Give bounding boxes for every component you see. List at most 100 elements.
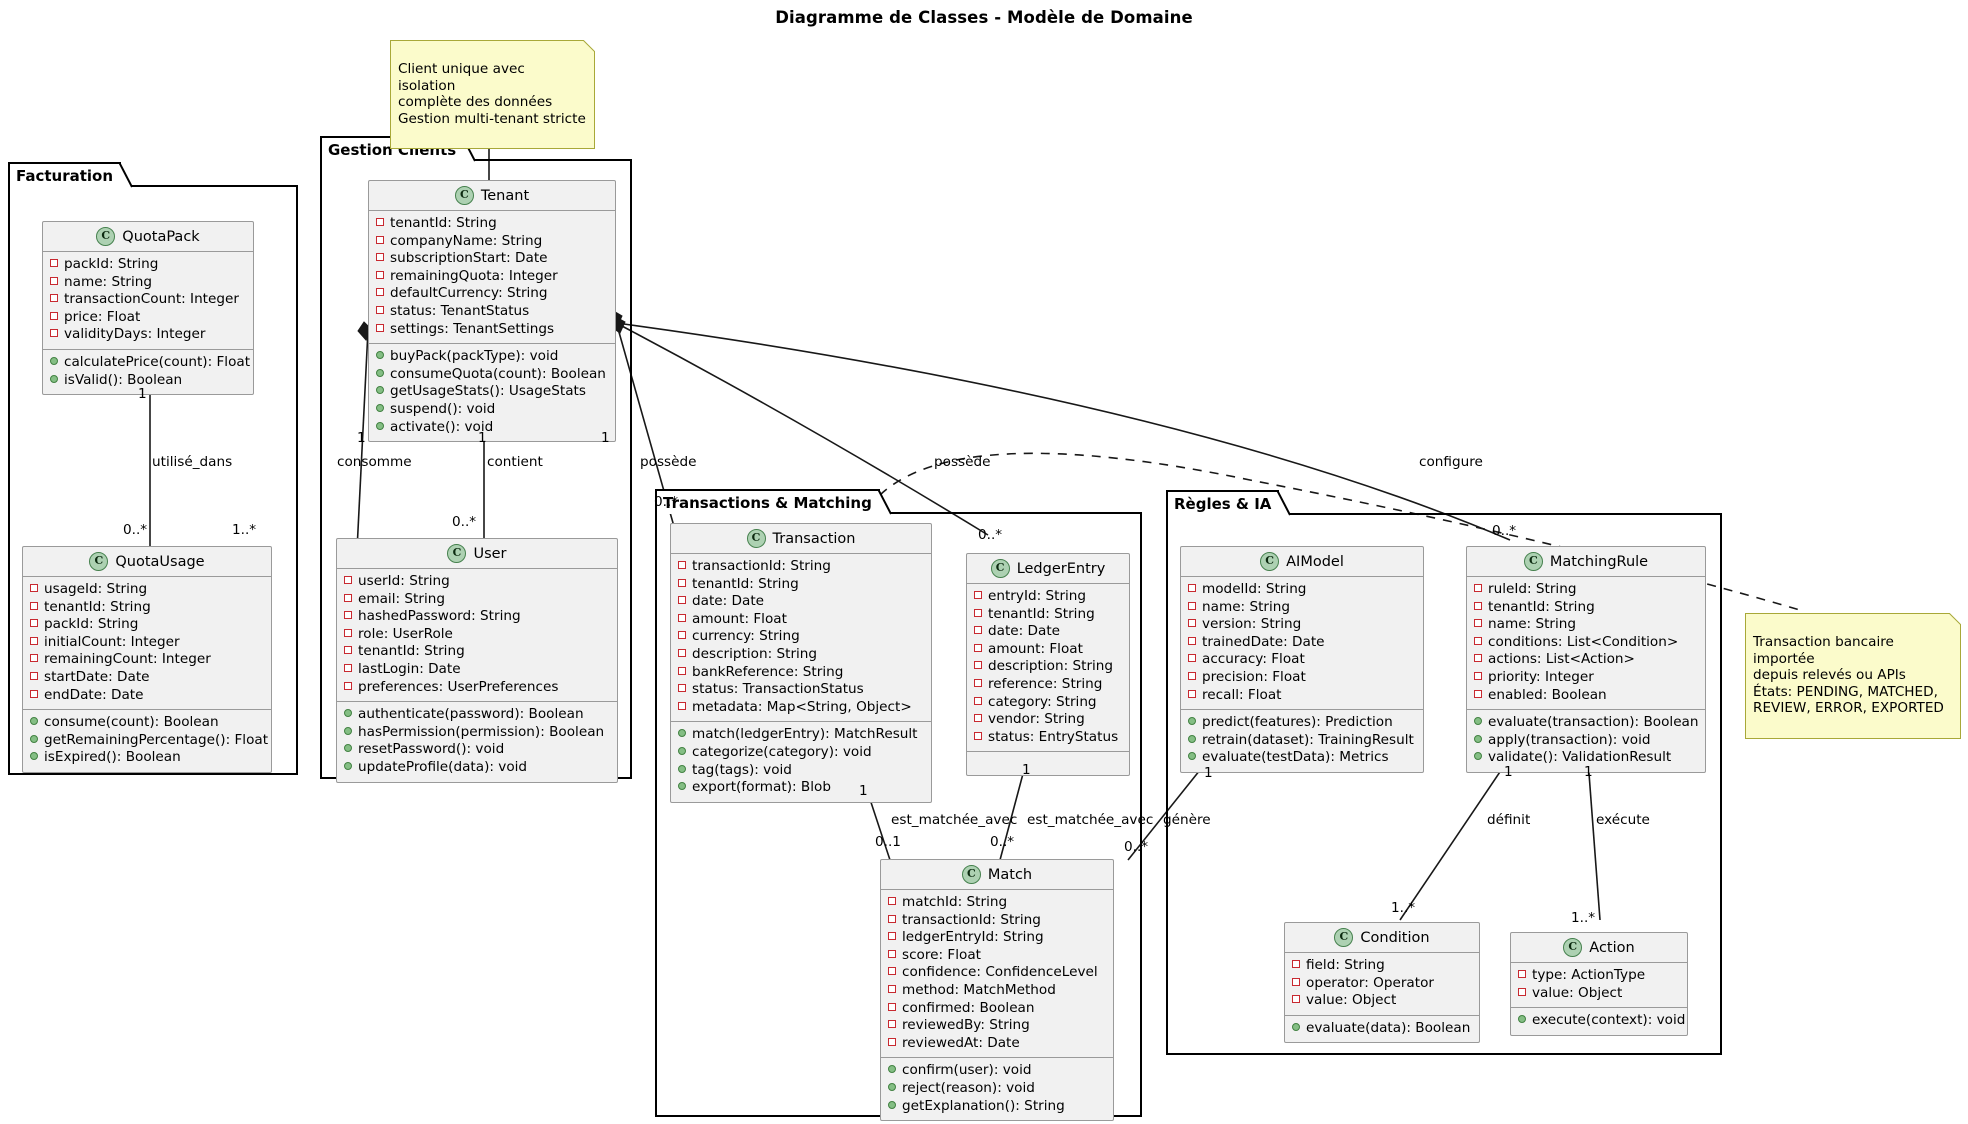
attribute-row: reference: String: [974, 676, 1122, 694]
private-icon: [50, 276, 58, 285]
note-tenant-text: Client unique avec isolation complète de…: [398, 61, 586, 127]
class-icon: C: [89, 552, 109, 571]
attribute-row: name: String: [1188, 599, 1416, 617]
class-aimodel[interactable]: C AIModel modelId: String name: String v…: [1180, 546, 1424, 773]
class-ledgerentry[interactable]: C LedgerEntry entryId: String tenantId: …: [966, 553, 1130, 777]
class-match-name: Match: [987, 866, 1033, 883]
attribute-row: transactionId: String: [678, 558, 924, 576]
attribute-row: name: String: [1474, 616, 1698, 634]
public-icon: [1188, 734, 1196, 743]
multiplicity-quotausage-0n: 0..*: [123, 522, 148, 538]
attribute-row: tenantId: String: [1474, 599, 1698, 617]
private-icon: [974, 591, 982, 599]
attribute-row: ruleId: String: [1474, 581, 1698, 599]
method-row: getExplanation(): String: [888, 1098, 1106, 1116]
attribute-row: transactionId: String: [888, 912, 1106, 930]
package-regles-ia-label: Règles & IA: [1174, 494, 1272, 513]
method-row: predict(features): Prediction: [1188, 714, 1416, 732]
attribute-row: metadata: Map<String, Object>: [678, 699, 924, 717]
private-icon: [678, 561, 686, 569]
class-tenant[interactable]: C Tenant tenantId: String companyName: S…: [368, 180, 616, 443]
attribute-row: currency: String: [678, 628, 924, 646]
class-transaction[interactable]: C Transaction transactionId: String tena…: [670, 523, 932, 803]
edge-label-execute: exécute: [1596, 812, 1650, 828]
edge-label-utilise-dans: utilisé_dans: [152, 454, 233, 470]
multiplicity-match-01: 0..1: [875, 834, 901, 850]
public-icon: [344, 761, 352, 770]
class-transaction-attributes: transactionId: String tenantId: String d…: [671, 554, 931, 723]
attribute-row: initialCount: Integer: [30, 634, 264, 652]
private-icon: [30, 601, 38, 610]
class-quotapack-name: QuotaPack: [122, 228, 200, 245]
class-user[interactable]: C User userId: String email: String hash…: [336, 538, 618, 783]
class-quotapack-header: C QuotaPack: [43, 222, 253, 252]
attribute-row: endDate: Date: [30, 687, 264, 705]
public-icon: [1188, 752, 1196, 761]
private-icon: [376, 235, 384, 244]
method-row: evaluate(data): Boolean: [1292, 1020, 1472, 1038]
private-icon: [974, 731, 982, 740]
private-icon: [678, 701, 686, 710]
class-quotausage[interactable]: C QuotaUsage usageId: String tenantId: S…: [22, 546, 272, 773]
public-icon: [376, 403, 384, 412]
public-icon: [30, 752, 38, 761]
note-transaction-text: Transaction bancaire importée depuis rel…: [1753, 634, 1944, 717]
edge-label-possede-transaction: possède: [640, 454, 697, 470]
public-icon: [678, 746, 686, 755]
package-facturation: Facturation: [8, 162, 298, 775]
class-aimodel-methods: predict(features): Prediction retrain(da…: [1181, 710, 1423, 772]
private-icon: [888, 967, 896, 976]
attribute-row: confirmed: Boolean: [888, 1000, 1106, 1018]
public-icon: [888, 1100, 896, 1109]
private-icon: [888, 897, 896, 905]
attribute-row: reviewedAt: Date: [888, 1035, 1106, 1053]
multiplicity-quotausage-1n: 1..*: [232, 522, 257, 538]
attribute-row: validityDays: Integer: [50, 326, 246, 344]
attribute-row: status: EntryStatus: [974, 729, 1122, 747]
private-icon: [888, 932, 896, 941]
method-row: reject(reason): void: [888, 1080, 1106, 1098]
public-icon: [678, 729, 686, 738]
public-icon: [1188, 717, 1196, 726]
attribute-row: remainingQuota: Integer: [376, 268, 608, 286]
attribute-row: packId: String: [50, 256, 246, 274]
method-row: suspend(): void: [376, 401, 608, 419]
private-icon: [1188, 584, 1196, 592]
private-icon: [30, 689, 38, 698]
public-icon: [1474, 752, 1482, 761]
method-row: buyPack(packType): void: [376, 348, 608, 366]
class-user-header: C User: [337, 539, 617, 569]
public-icon: [1474, 734, 1482, 743]
class-quotausage-attributes: usageId: String tenantId: String packId:…: [23, 577, 271, 711]
attribute-row: score: Float: [888, 947, 1106, 965]
attribute-row: tenantId: String: [344, 643, 610, 661]
method-row: confirm(user): void: [888, 1062, 1106, 1080]
public-icon: [50, 356, 58, 365]
class-matchingrule[interactable]: C MatchingRule ruleId: String tenantId: …: [1466, 546, 1706, 773]
public-icon: [888, 1082, 896, 1091]
attribute-row: description: String: [678, 646, 924, 664]
attribute-row: amount: Float: [678, 611, 924, 629]
multiplicity-ledger-match-1: 1: [1022, 762, 1031, 778]
method-row: getUsageStats(): UsageStats: [376, 383, 608, 401]
public-icon: [30, 734, 38, 743]
class-matchingrule-name: MatchingRule: [1549, 553, 1649, 570]
private-icon: [888, 914, 896, 923]
private-icon: [30, 619, 38, 628]
attribute-row: enabled: Boolean: [1474, 687, 1698, 705]
method-row: activate(): void: [376, 419, 608, 437]
class-condition-attributes: field: String operator: Operator value: …: [1285, 953, 1479, 1016]
method-row: isValid(): Boolean: [50, 372, 246, 390]
attribute-row: confidence: ConfidenceLevel: [888, 964, 1106, 982]
private-icon: [50, 311, 58, 320]
class-action-methods: execute(context): void: [1511, 1008, 1687, 1035]
class-action[interactable]: C Action type: ActionType value: Object …: [1510, 932, 1688, 1036]
class-condition[interactable]: C Condition field: String operator: Oper…: [1284, 922, 1480, 1044]
public-icon: [376, 421, 384, 430]
class-quotapack[interactable]: C QuotaPack packId: String name: String …: [42, 221, 254, 396]
class-aimodel-header: C AIModel: [1181, 547, 1423, 577]
attribute-row: field: String: [1292, 957, 1472, 975]
class-match[interactable]: C Match matchId: String transactionId: S…: [880, 859, 1114, 1122]
attribute-row: matchId: String: [888, 894, 1106, 912]
class-quotausage-header: C QuotaUsage: [23, 547, 271, 577]
